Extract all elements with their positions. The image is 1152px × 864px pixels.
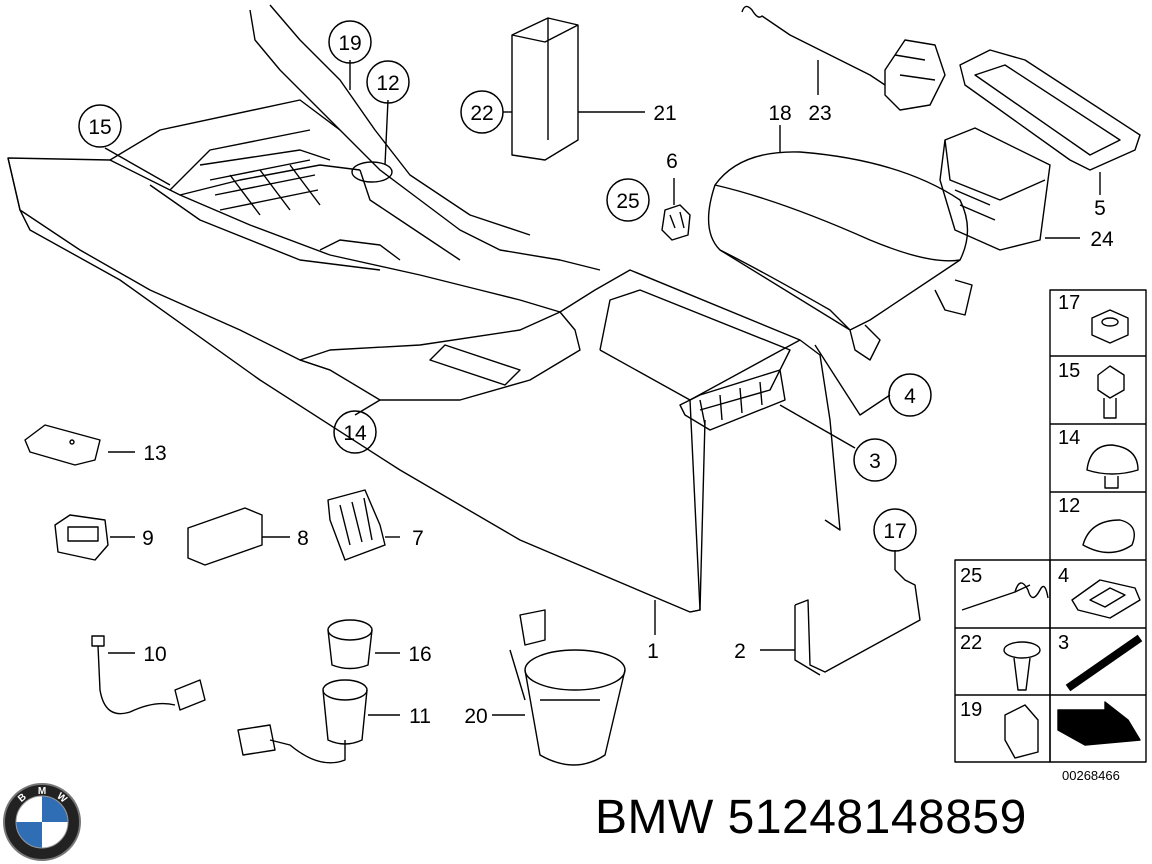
callout-16: 16 xyxy=(408,643,431,666)
callout-17: 17 xyxy=(883,520,906,543)
grid-label-4: 4 xyxy=(1058,565,1069,587)
grid-label-15: 15 xyxy=(1058,360,1080,382)
leader-4 xyxy=(814,344,891,416)
part-3-bracket xyxy=(679,369,856,449)
callout-14: 14 xyxy=(343,422,367,445)
bolt-icon xyxy=(1097,365,1125,399)
push-rivet-icon xyxy=(1003,641,1041,659)
callout-10: 10 xyxy=(143,643,166,666)
grid-label-19: 19 xyxy=(960,699,982,721)
callout-12: 12 xyxy=(376,72,399,95)
callout-15: 15 xyxy=(88,116,111,139)
callout-24: 24 xyxy=(1090,228,1114,251)
part-number-title: BMW 51248148859 xyxy=(595,791,1027,844)
part-8-cover xyxy=(187,507,290,566)
grid-label-12: 12 xyxy=(1058,495,1080,517)
parts-grid xyxy=(954,289,1147,763)
callout-18: 18 xyxy=(768,102,791,125)
callout-11: 11 xyxy=(409,705,431,728)
part-23-cable-latch xyxy=(741,5,946,111)
part-10-harness xyxy=(91,635,206,715)
nut-icon xyxy=(1091,309,1129,344)
callout-20: 20 xyxy=(464,705,487,728)
callout-4: 4 xyxy=(904,385,916,408)
grid-label-22: 22 xyxy=(960,632,982,654)
callout-22: 22 xyxy=(470,102,493,125)
part-7-grille xyxy=(327,489,400,561)
grid-label-3: 3 xyxy=(1058,632,1069,654)
callout-21: 21 xyxy=(653,102,676,125)
grid-label-25: 25 xyxy=(960,565,982,587)
part-13-cover xyxy=(24,424,135,466)
callout-8: 8 xyxy=(297,527,309,550)
grid-label-17: 17 xyxy=(1058,292,1080,314)
arrow-tag-icon xyxy=(1057,701,1141,746)
part-21-storage-box xyxy=(511,17,645,161)
callout-5: 5 xyxy=(1094,197,1106,220)
callout-13: 13 xyxy=(143,442,166,465)
callout-25: 25 xyxy=(616,190,639,213)
cap-icon xyxy=(1082,519,1135,554)
center-console-body xyxy=(7,4,841,613)
callout-7: 7 xyxy=(412,527,424,550)
callout-19: 19 xyxy=(338,32,361,55)
hinge-icon xyxy=(1071,579,1141,619)
callout-9: 9 xyxy=(142,527,154,550)
grid-label-14: 14 xyxy=(1058,427,1080,449)
part-18-armrest xyxy=(707,125,973,361)
pin-icon xyxy=(1065,634,1143,692)
clip-icon xyxy=(1004,704,1039,759)
part-6-clip xyxy=(661,178,691,241)
bmw-logo: B M W xyxy=(3,783,81,861)
callout-6: 6 xyxy=(666,150,678,173)
diagram-code: 00268466 xyxy=(1062,768,1120,783)
spring-icon xyxy=(961,584,1031,611)
part-9-switch xyxy=(54,514,135,561)
callout-23: 23 xyxy=(808,102,831,125)
svg-text:M: M xyxy=(38,786,46,797)
callout-1: 1 xyxy=(647,640,659,663)
part-11-lighter xyxy=(237,679,400,764)
part-20-cupholder xyxy=(492,609,626,766)
part-5-tray xyxy=(959,49,1141,195)
callout-2: 2 xyxy=(734,640,746,663)
part-16-socket xyxy=(327,619,400,670)
callout-3: 3 xyxy=(869,450,881,473)
part-2-bracket xyxy=(760,550,921,676)
part-24-bin xyxy=(939,127,1080,251)
plug-icon xyxy=(1086,444,1139,475)
